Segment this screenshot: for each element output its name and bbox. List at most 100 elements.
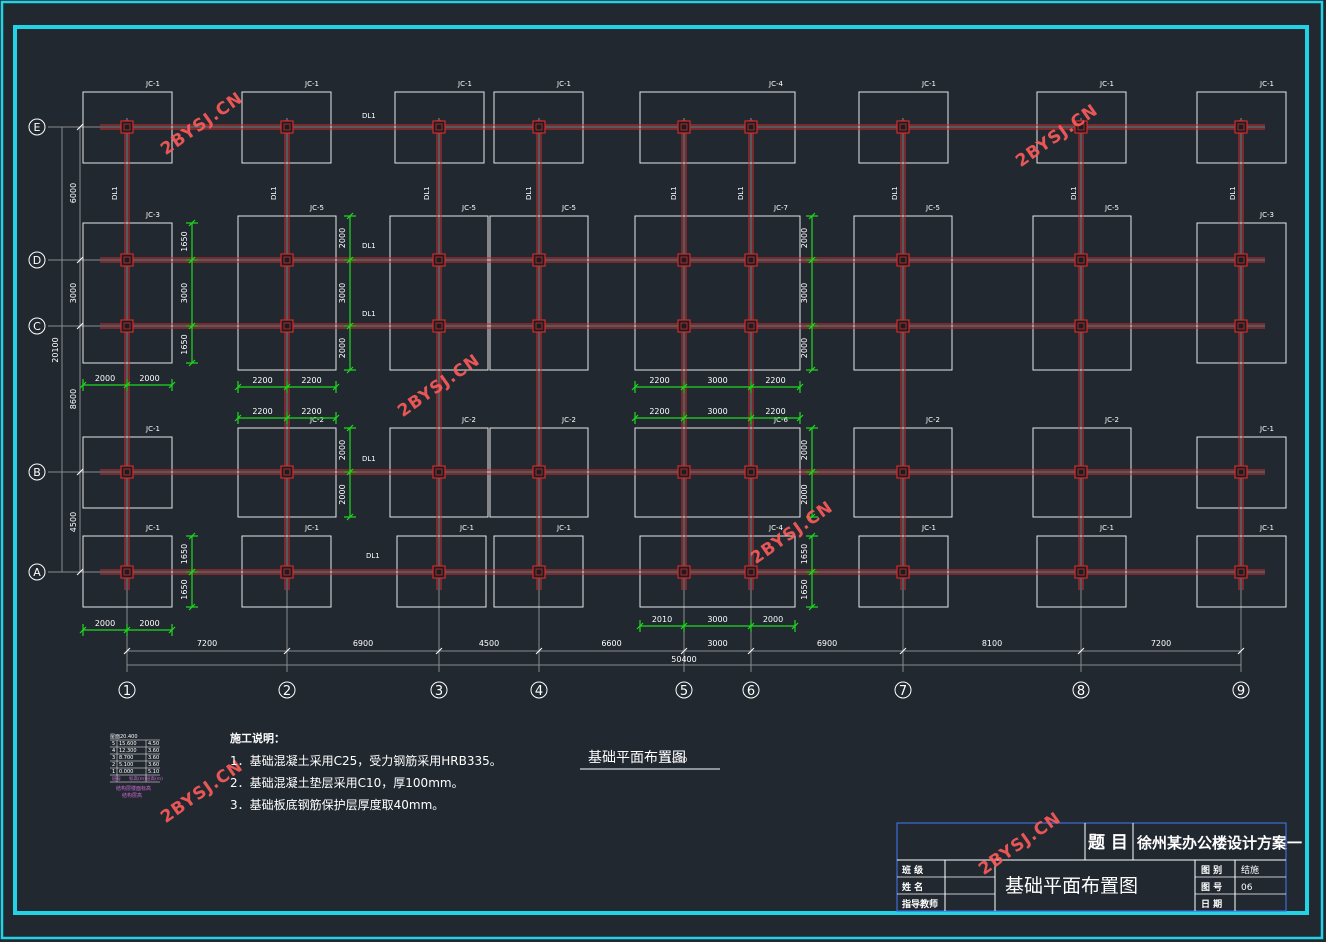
level-table-cell: 2	[112, 762, 115, 768]
green-dimension-text: 2200	[252, 376, 272, 385]
level-table-cell: 3.60	[148, 762, 159, 768]
dimension-text: 3000	[707, 639, 727, 648]
column	[744, 565, 758, 579]
footing-label: JC-4	[768, 524, 783, 532]
column	[896, 253, 910, 267]
construction-notes: 施工说明： 1．基础混凝土采用C25，受力钢筋采用HRB335。 2．基础混凝土…	[230, 728, 502, 816]
beam-label: DL1	[362, 455, 376, 463]
dimension-tick	[1077, 647, 1085, 655]
column-core	[899, 123, 907, 131]
dimension-tick	[899, 647, 907, 655]
column-core	[535, 468, 543, 476]
dimension-tick	[1237, 647, 1245, 655]
footing-pad	[82, 535, 173, 608]
beam-label: DL1	[111, 186, 119, 200]
column-core	[123, 568, 131, 576]
beam-label: DL1	[891, 186, 899, 200]
level-table-top: 屋面20.400	[110, 734, 138, 740]
footing-label: JC-3	[145, 211, 160, 219]
column	[896, 565, 910, 579]
column	[120, 120, 134, 134]
axis-bubble-1	[118, 681, 136, 699]
column-core	[435, 468, 443, 476]
green-dimension-text: 2000	[800, 228, 809, 248]
green-dimension-text: 2000	[95, 619, 115, 628]
level-table-cell: 3.60	[148, 748, 159, 754]
green-dimension-text: 2000	[800, 440, 809, 460]
green-dimension-text: 2000	[95, 374, 115, 383]
green-dimension-text: 2000	[338, 338, 347, 358]
green-dimension-text: 3000	[707, 407, 727, 416]
dimension-tick	[76, 256, 84, 264]
column-core	[899, 256, 907, 264]
level-table-cell: 5.100	[119, 762, 133, 768]
footing-pad	[82, 222, 173, 364]
column	[532, 253, 546, 267]
footing-label: JC-1	[921, 524, 936, 532]
axis-bubble-7	[894, 681, 912, 699]
footing-pad	[634, 427, 801, 518]
footing-label: JC-2	[561, 416, 576, 424]
watermark-text: 2BYSJ.CN	[747, 497, 837, 568]
column	[1234, 565, 1248, 579]
column	[280, 319, 294, 333]
green-dimension-text: 2000	[800, 484, 809, 504]
column-core	[283, 123, 291, 131]
column-core	[1237, 568, 1245, 576]
column	[896, 120, 910, 134]
footing-pad	[639, 535, 796, 608]
dimension-text: 8600	[69, 389, 78, 409]
level-table-cell: 4.50	[148, 741, 159, 747]
axis-bubble-label: C	[33, 320, 41, 333]
column-core	[899, 468, 907, 476]
column-core	[747, 468, 755, 476]
column	[677, 565, 691, 579]
beam-label: DL1	[1229, 186, 1237, 200]
title-drawing-name: 基础平面布置图	[1005, 875, 1138, 897]
column	[896, 319, 910, 333]
column	[432, 253, 446, 267]
footing-pad	[1196, 222, 1287, 364]
axis-bubble-label: 6	[747, 684, 755, 699]
column	[1074, 319, 1088, 333]
column-core	[1077, 123, 1085, 131]
column-core	[680, 123, 688, 131]
footing-label: JC-2	[461, 416, 476, 424]
axis-bubble-D	[28, 251, 46, 269]
dimension-tick	[283, 647, 291, 655]
footing-pad	[493, 535, 584, 608]
footing-pad	[237, 427, 337, 518]
footing-pad	[389, 215, 489, 371]
footing-pad	[1196, 535, 1287, 608]
green-dimension-text: 2000	[338, 484, 347, 504]
column-core	[680, 468, 688, 476]
axis-bubble-label: 2	[283, 684, 291, 699]
column	[120, 253, 134, 267]
column-core	[1237, 256, 1245, 264]
titleblock-value: 06	[1241, 883, 1253, 893]
beam-label: DL1	[525, 186, 533, 200]
footing-pad	[634, 215, 801, 371]
beam-label: DL1	[362, 242, 376, 250]
titleblock-label: 姓 名	[901, 881, 923, 893]
column	[280, 565, 294, 579]
beam-label: DL1	[423, 186, 431, 200]
dimension-text: 7200	[197, 639, 217, 648]
axis-bubble-6	[742, 681, 760, 699]
footing-pad	[1036, 535, 1127, 608]
column	[677, 319, 691, 333]
footing-pad	[389, 427, 489, 518]
dimension-tick	[76, 468, 84, 476]
axis-bubble-label: 4	[535, 684, 543, 699]
column	[744, 465, 758, 479]
footing-label: JC-5	[309, 204, 324, 212]
column	[1074, 465, 1088, 479]
footing-pad	[489, 427, 589, 518]
column-core	[123, 123, 131, 131]
level-table-cell: 15.600	[119, 741, 137, 747]
column	[532, 120, 546, 134]
